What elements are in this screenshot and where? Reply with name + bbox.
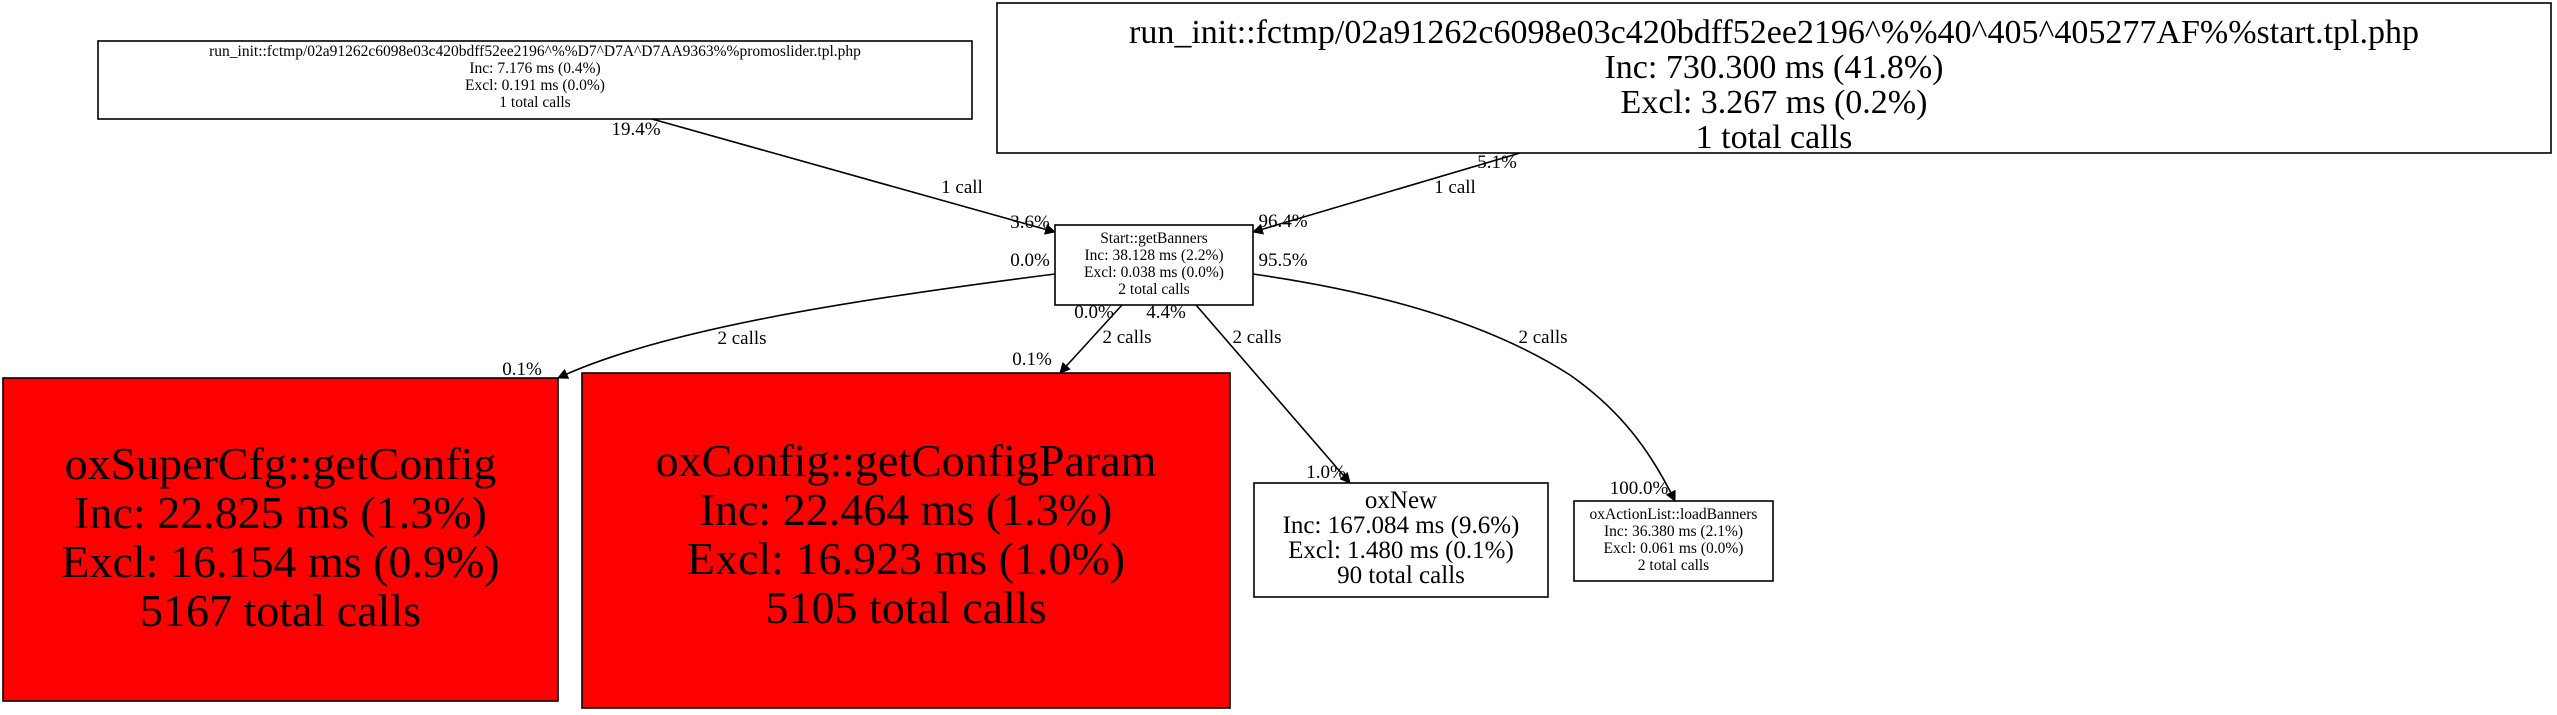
edge-promoslider-getBanners: 19.4% 1 call 3.6% xyxy=(611,118,1057,235)
node-function-name: oxConfig::getConfigParam xyxy=(656,435,1157,486)
node-start[interactable]: run_init::fctmp/02a91262c6098e03c420bdff… xyxy=(996,2,2552,156)
node-function-name: oxSuperCfg::getConfig xyxy=(65,438,497,489)
edge-arrow xyxy=(1252,273,1676,502)
edge-arrow xyxy=(1059,304,1123,374)
edge-call-count: 1 call xyxy=(1434,177,1476,198)
edge-tail-percent: 0.0% xyxy=(1010,250,1050,271)
node-total-calls: 90 total calls xyxy=(1337,562,1465,589)
edge-head-percent: 3.6% xyxy=(1010,212,1050,233)
node-function-name: oxActionList::loadBanners xyxy=(1590,506,1758,523)
node-exclusive-time: Excl: 16.154 ms (0.9%) xyxy=(61,536,499,587)
node-inclusive-time: Inc: 167.084 ms (9.6%) xyxy=(1283,512,1520,539)
node-box xyxy=(996,2,2552,154)
edge-tail-percent: 95.5% xyxy=(1258,250,1307,271)
edge-call-count: 2 calls xyxy=(717,328,766,349)
node-inclusive-time: Inc: 38.128 ms (2.2%) xyxy=(1084,247,1223,264)
node-function-name: Start::getBanners xyxy=(1100,230,1208,247)
edge-tail-percent: 19.4% xyxy=(611,119,660,140)
node-function-name: run_init::fctmp/02a91262c6098e03c420bdff… xyxy=(1129,14,2419,51)
node-exclusive-time: Excl: 0.191 ms (0.0%) xyxy=(465,77,605,94)
edge-head-percent: 0.1% xyxy=(502,359,542,380)
edge-start-getBanners: 5.1%1 call 96.4% xyxy=(1251,152,1521,235)
node-box xyxy=(1573,500,1774,582)
node-total-calls: 1 total calls xyxy=(499,94,570,111)
node-inclusive-time: Inc: 7.176 ms (0.4%) xyxy=(469,60,600,77)
node-total-calls: 5105 total calls xyxy=(765,582,1046,633)
node-box xyxy=(1054,224,1254,306)
node-exclusive-time: Excl: 1.480 ms (0.1%) xyxy=(1288,537,1514,564)
node-exclusive-time: Excl: 16.923 ms (1.0%) xyxy=(687,533,1125,584)
node-inclusive-time: Inc: 36.380 ms (2.1%) xyxy=(1604,523,1743,540)
node-box xyxy=(1253,482,1549,598)
edge-call-count: 2 calls xyxy=(1518,327,1567,348)
edge-getBanners-loadBanners: 95.5% 2 calls 100.0% xyxy=(1252,250,1676,502)
edge-tail-percent: 5.1% xyxy=(1477,152,1517,173)
node-total-calls: 5167 total calls xyxy=(140,585,421,636)
edge-call-count: 2 calls xyxy=(1102,327,1151,348)
node-box xyxy=(2,377,559,702)
node-total-calls: 2 total calls xyxy=(1638,557,1709,574)
node-exclusive-time: Excl: 3.267 ms (0.2%) xyxy=(1621,84,1928,121)
node-box xyxy=(581,372,1231,709)
edge-head-percent: 96.4% xyxy=(1258,211,1307,232)
edge-arrow xyxy=(557,273,1056,379)
edge-call-count: 1 call xyxy=(941,177,983,198)
edge-getBanners-getConfigParam: 0.0% 2 calls 0.1% xyxy=(1012,302,1152,374)
node-total-calls: 2 total calls xyxy=(1118,281,1189,298)
node-inclusive-time: Inc: 22.464 ms (1.3%) xyxy=(700,484,1113,535)
node-function-name: oxNew xyxy=(1365,487,1437,514)
edge-call-count: 2 calls xyxy=(1232,327,1281,348)
edge-arrow xyxy=(1251,152,1521,235)
edge-head-percent: 1.0% xyxy=(1306,462,1346,483)
edge-getBanners-oxNew: 4.4% 2 calls 1.0% xyxy=(1146,302,1351,484)
edge-tail-percent: 4.4% xyxy=(1146,302,1186,323)
node-total-calls: 1 total calls xyxy=(1696,119,1853,156)
node-exclusive-time: Excl: 0.038 ms (0.0%) xyxy=(1084,264,1224,281)
edge-arrow xyxy=(651,118,1057,235)
node-inclusive-time: Inc: 22.825 ms (1.3%) xyxy=(74,487,487,538)
node-inclusive-time: Inc: 730.300 ms (41.8%) xyxy=(1604,49,1943,86)
edge-arrow xyxy=(1195,304,1351,484)
edge-getBanners-getConfig: 0.0% 2 calls 0.1% xyxy=(502,250,1056,380)
node-box xyxy=(97,40,973,120)
edge-tail-percent: 0.0% xyxy=(1074,302,1114,323)
node-exclusive-time: Excl: 0.061 ms (0.0%) xyxy=(1604,540,1744,557)
edge-head-percent: 0.1% xyxy=(1012,349,1052,370)
edge-head-percent: 100.0% xyxy=(1610,478,1669,499)
node-promoslider[interactable]: run_init::fctmp/02a91262c6098e03c420bdff… xyxy=(97,40,973,120)
node-function-name: run_init::fctmp/02a91262c6098e03c420bdff… xyxy=(209,43,861,60)
